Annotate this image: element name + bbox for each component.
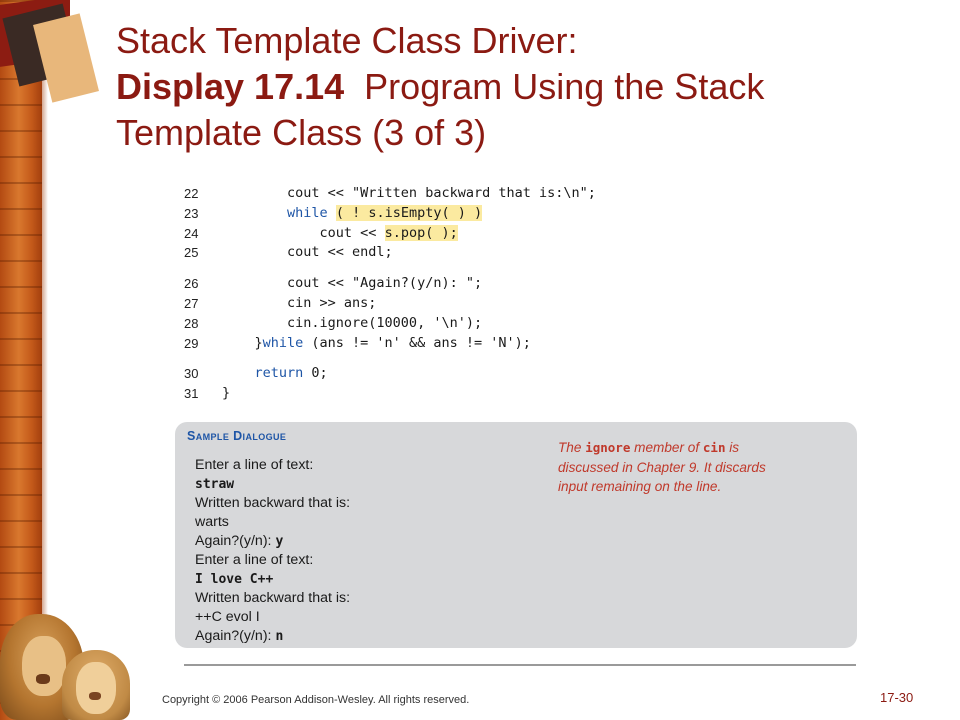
margin-note: The ignore member of cin is discussed in…: [558, 438, 788, 497]
highlighted-code: ( ! s.isEmpty( ) ): [335, 204, 483, 221]
code-segment: [222, 205, 287, 221]
code-segment: cout << endl;: [222, 244, 393, 261]
line-number: 31: [184, 386, 199, 402]
code-text: cin.ignore(10000, '\n');: [222, 314, 482, 334]
line-number: 23: [184, 205, 199, 221]
line-number: 22: [184, 186, 199, 201]
title-line-2-rest: Program Using the Stack: [364, 66, 765, 107]
divider: [184, 664, 856, 666]
code-text: cout << "Again?(y/n): ";: [222, 274, 482, 294]
code-listing: 22 cout << "Written backward that is:\n"…: [184, 184, 744, 404]
line-number: 24: [184, 225, 199, 241]
dialogue-line: Enter a line of text:: [195, 551, 350, 570]
code-text: while ( ! s.isEmpty( ) ): [222, 204, 483, 224]
dialogue-line: ++C evol I: [195, 608, 350, 627]
copyright-notice: Copyright © 2006 Pearson Addison-Wesley.…: [162, 694, 470, 706]
code-line: 30 return 0;: [184, 364, 744, 384]
user-input: I love C++: [195, 572, 274, 587]
code-segment: cout << "Again?(y/n): ";: [222, 275, 483, 292]
dialogue-line: Written backward that is:: [195, 589, 350, 608]
dialogue-line: Enter a line of text:: [195, 456, 350, 475]
dialogue-line: warts: [195, 513, 350, 532]
slide-title: Stack Template Class Driver: Display 17.…: [116, 18, 906, 156]
user-input: n: [275, 629, 284, 644]
line-number: 27: [184, 295, 199, 311]
code-segment: cout << "Written backward that is:\n";: [222, 185, 596, 201]
title-line-1: Stack Template Class Driver:: [116, 20, 578, 61]
line-number: 29: [184, 335, 199, 351]
slide-number: 17-30: [880, 690, 914, 705]
code-keyword: while: [262, 334, 304, 351]
code-keyword: while: [287, 204, 328, 221]
highlighted-code: s.pop( );: [384, 224, 458, 241]
code-line: 31}: [184, 384, 744, 404]
output-text: warts: [195, 514, 229, 530]
code-segment: cin.ignore(10000, '\n');: [222, 314, 483, 331]
code-segment: cout <<: [222, 224, 385, 241]
line-number: 30: [184, 366, 199, 382]
note-code: ignore: [585, 440, 631, 455]
lion-image: [0, 600, 145, 720]
output-text: Again?(y/n):: [195, 628, 276, 644]
output-text: Enter a line of text:: [195, 552, 314, 568]
code-text: }while (ans != 'n' && ans != 'N');: [222, 334, 531, 354]
line-number: 26: [184, 276, 199, 292]
title-line-3: Template Class (3 of 3): [116, 112, 487, 153]
output-text: Written backward that is:: [195, 495, 351, 511]
code-segment: (ans != 'n' && ans != 'N');: [303, 334, 531, 351]
dialogue-line: I love C++: [195, 570, 350, 589]
dialogue-line: Again?(y/n): y: [195, 532, 350, 551]
code-segment: }: [222, 385, 231, 402]
code-line: 22 cout << "Written backward that is:\n"…: [184, 184, 744, 204]
code-text: cout << "Written backward that is:\n";: [222, 184, 596, 204]
code-text: }: [222, 384, 230, 404]
decorative-border: [0, 0, 48, 720]
code-line: 23 while ( ! s.isEmpty( ) ): [184, 204, 744, 224]
user-input: straw: [195, 477, 235, 492]
title-display-number: Display 17.14: [116, 66, 345, 107]
line-number: 28: [184, 315, 199, 331]
output-text: ++C evol I: [195, 609, 260, 625]
title-line-2: Display 17.14 Program Using the Stack: [116, 64, 906, 110]
dialogue-line: straw: [195, 475, 350, 494]
code-segment: 0;: [303, 365, 328, 382]
user-input: y: [275, 534, 284, 549]
output-text: Again?(y/n):: [195, 533, 276, 549]
sample-dialogue-heading: Sample Dialogue: [187, 429, 287, 443]
note-text: is discussed in Chapter 9. It discards i…: [558, 440, 766, 494]
output-text: Written backward that is:: [195, 590, 351, 606]
sample-dialogue-box: Sample Dialogue Enter a line of text: str…: [175, 422, 857, 648]
code-line: 27 cin >> ans;: [184, 294, 744, 314]
code-segment: }: [222, 334, 263, 351]
note-text: member of: [630, 440, 703, 455]
code-line: 26 cout << "Again?(y/n): ";: [184, 274, 744, 294]
code-line: 28 cin.ignore(10000, '\n');: [184, 314, 744, 334]
code-text: cout << s.pop( );: [222, 224, 458, 244]
code-line: 25 cout << endl;: [184, 243, 744, 263]
code-line: 29 }while (ans != 'n' && ans != 'N');: [184, 334, 744, 354]
code-text: return 0;: [222, 364, 328, 384]
code-segment: [222, 365, 255, 381]
note-code: cin: [702, 440, 726, 455]
note-text: The: [558, 440, 586, 455]
code-text: cout << endl;: [222, 243, 393, 263]
line-number: 25: [184, 245, 199, 261]
code-segment: cin >> ans;: [222, 294, 377, 311]
code-keyword: return: [254, 365, 304, 382]
code-text: cin >> ans;: [222, 294, 376, 314]
dialogue-line: Written backward that is:: [195, 494, 350, 513]
code-line: 24 cout << s.pop( );: [184, 224, 744, 244]
dialogue-line: Again?(y/n): n: [195, 627, 350, 646]
output-text: Enter a line of text:: [195, 457, 314, 473]
